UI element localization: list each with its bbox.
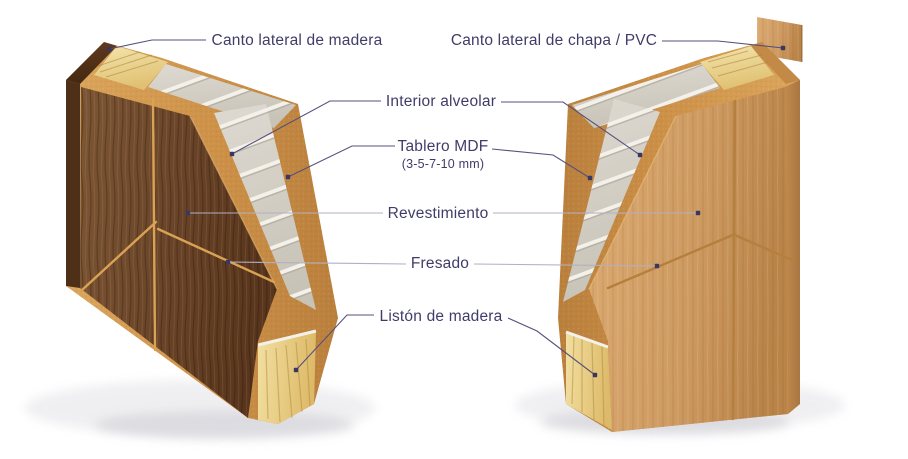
label-tablero-mdf-thickness: (3-5-7-10 mm) [402, 157, 484, 171]
left-door-walnut-grain [80, 87, 277, 418]
label-interior-alveolar: Interior alveolar [386, 93, 496, 110]
label-tablero-mdf: Tablero MDF [398, 138, 489, 155]
right-pine-grain [707, 50, 769, 77]
label-canto-madera: Canto lateral de madera [212, 32, 383, 49]
dot-interior-left [229, 151, 235, 157]
leader-lines [108, 39, 784, 376]
left-pine-block-grain [265, 338, 311, 423]
dot-fresado-left [225, 259, 231, 265]
right-door-pine-block [566, 332, 612, 430]
leader-canto-pvc [662, 40, 784, 49]
right-cut-edge-highlight [588, 115, 677, 290]
dot-canto-pvc [780, 45, 786, 51]
left-pine-block-rib [257, 329, 317, 347]
labels: Canto lateral de madera Canto lateral de… [212, 32, 657, 325]
left-door-side-band [66, 80, 80, 288]
label-fresado: Fresado [411, 255, 469, 272]
leader-interior-alveolar-right [501, 101, 641, 156]
label-canto-pvc: Canto lateral de chapa / PVC [451, 32, 657, 49]
dot-revestimiento-right [695, 210, 701, 216]
leader-tablero-mdf-left [287, 145, 395, 178]
right-door-side-face [785, 80, 800, 414]
leader-fresado-left [227, 261, 407, 265]
dot-liston-left [293, 367, 299, 373]
dot-fresado-right [654, 263, 660, 269]
label-revestimiento: Revestimiento [388, 205, 489, 222]
leader-dots [106, 45, 786, 378]
right-pine-block-grain [571, 335, 605, 427]
dot-interior-right [637, 152, 643, 158]
leader-liston-right [507, 317, 596, 376]
dot-canto-madera [106, 46, 112, 52]
left-door-walnut-edge-band [66, 42, 117, 84]
label-liston-madera: Listón de madera [380, 308, 503, 325]
leader-canto-madera [108, 39, 206, 50]
dot-liston-right [592, 372, 598, 378]
leader-interior-alveolar-left [231, 100, 381, 155]
dot-tablero-right [587, 175, 593, 181]
dot-tablero-left [285, 174, 291, 180]
right-honeycomb-core [563, 99, 660, 302]
leader-fresado-right [473, 263, 658, 267]
right-honeycomb-top [572, 64, 720, 128]
right-door-top-edge-strip [750, 42, 800, 84]
left-door-cutaway [66, 42, 338, 424]
right-door-cutaway [558, 17, 803, 432]
dot-revestimiento-left [185, 210, 191, 216]
right-door-grooves [606, 99, 794, 421]
left-cut-edge-highlight [189, 115, 278, 290]
left-door-grooves [80, 97, 276, 352]
left-honeycomb-core [214, 104, 316, 310]
left-pine-grain [97, 51, 159, 78]
left-door-pine-top-rail [94, 46, 168, 90]
leader-liston-left [295, 314, 374, 371]
right-door-beech-grain [589, 87, 788, 432]
left-door-shadow-inner [95, 411, 355, 439]
right-pine-block-rib [565, 330, 609, 349]
leader-tablero-mdf-right [491, 148, 591, 179]
